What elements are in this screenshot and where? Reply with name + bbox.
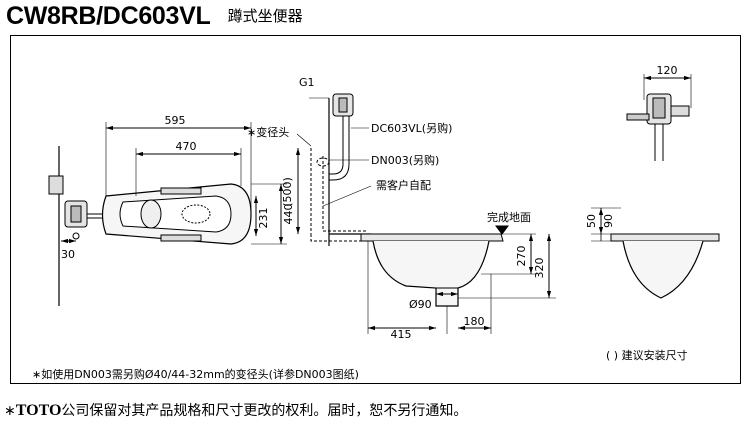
squat-pan-section-outline bbox=[360, 233, 504, 307]
flush-valve-side-icon bbox=[329, 93, 354, 181]
dim-500-label: (500) bbox=[281, 177, 294, 207]
dim-90-label: 90 bbox=[602, 214, 615, 228]
right-view bbox=[591, 74, 720, 299]
drawing-sheet: 595 470 30 231 440 bbox=[10, 35, 741, 384]
dim-231-label: 231 bbox=[257, 208, 270, 229]
flush-valve-front-icon bbox=[626, 93, 690, 161]
customer-supplied-label: 需客户自配 bbox=[376, 178, 431, 192]
dim-outlet-label: Ø90 bbox=[409, 298, 432, 311]
dim-120-label: 120 bbox=[657, 64, 678, 77]
dim-30-label: 30 bbox=[61, 248, 75, 261]
disclaimer-text: 公司保留对其产品规格和尺寸更改的权利。届时，恕不另行通知。 bbox=[61, 403, 468, 419]
product-name: 蹲式坐便器 bbox=[227, 7, 303, 25]
floor-marker-icon bbox=[495, 225, 509, 235]
dim-320-label: 320 bbox=[533, 258, 546, 279]
title-row: CW8RB/DC603VL 蹲式坐便器 bbox=[6, 2, 303, 32]
dim-470-label: 470 bbox=[176, 140, 197, 153]
dim-270-label: 270 bbox=[515, 246, 528, 267]
reducer-label: ∗变径头 bbox=[247, 125, 289, 139]
dim-415-label: 415 bbox=[391, 328, 412, 341]
finished-floor-label: 完成地面 bbox=[487, 210, 531, 224]
disclaimer-asterisk: ∗ bbox=[4, 403, 16, 419]
technical-drawing: 595 470 30 231 440 bbox=[48, 64, 720, 341]
squat-pan-plan-outline bbox=[101, 183, 252, 245]
dim-440-label: 440 bbox=[282, 204, 295, 225]
reducer-part-label: DN003(另购) bbox=[371, 153, 439, 167]
recommended-dimension-legend: ( ) 建议安装尺寸 bbox=[606, 349, 688, 362]
dim-50-label: 50 bbox=[585, 214, 598, 228]
model-number: CW8RB/DC603VL bbox=[6, 2, 211, 30]
flush-valve-plan-icon bbox=[48, 175, 106, 240]
brand-name: TOTO bbox=[15, 402, 62, 419]
disclaimer: ∗TOTO公司保留对其产品规格和尺寸更改的权利。届时，恕不另行通知。 bbox=[4, 400, 467, 420]
valve-label: DC603VL(另购) bbox=[371, 121, 452, 135]
reducer-footnote: ∗如使用DN003需另购Ø40/44-32mm的变径头(详参DN003图纸) bbox=[32, 368, 359, 381]
reducer-dashed-pipe bbox=[310, 148, 366, 242]
plan-view bbox=[48, 122, 287, 306]
g1-label: G1 bbox=[299, 76, 315, 89]
dim-595-label: 595 bbox=[165, 114, 186, 127]
squat-pan-front-outline bbox=[610, 233, 720, 299]
dim-180-label: 180 bbox=[464, 315, 485, 328]
side-view bbox=[295, 93, 556, 334]
